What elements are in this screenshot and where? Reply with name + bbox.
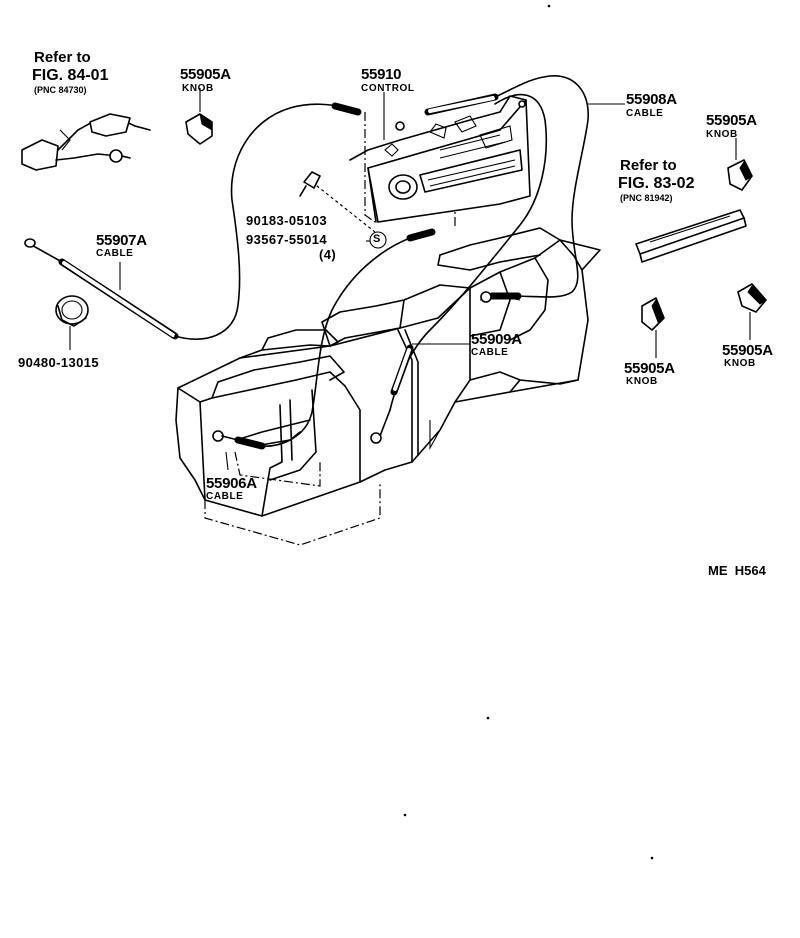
ref-84-fig-text: FIG. 84-01 [32,67,109,84]
control-part-number: 55910 [361,66,402,83]
grommet-part-number: 90480-13015 [18,355,100,370]
clip-quantity: (4) [319,247,337,262]
clip-symbol-letter: S [373,233,381,245]
board-assembly-drawing [635,209,747,263]
cable-908-name: CABLE [626,108,664,119]
knob-c-drawing [641,297,665,331]
knob-b-drawing [727,159,753,191]
clip-part-number: 93567-55014 [246,232,328,247]
knob-c-part-number: 55905A [624,360,675,377]
knob-d-name: KNOB [724,358,756,369]
control-name: CONTROL [361,83,415,94]
knob-a-name: KNOB [182,83,214,94]
cable-909-name: CABLE [471,347,509,358]
cable-907-name: CABLE [96,248,134,259]
ref-84-pnc-text: (PNC 84730) [34,85,87,95]
print-specks [403,4,654,860]
ref-83-fig-text: FIG. 83-02 [618,175,695,192]
cable-908-part-number: 55908A [626,91,677,108]
cable-55906a-drawing [212,228,436,450]
knob-d-drawing [737,283,767,313]
cable-906-name: CABLE [206,491,244,502]
knob-b-part-number: 55905A [706,112,757,129]
cable-55908a-drawing [424,75,589,303]
drawing-code: ME H564 [708,563,766,578]
leader-lines [69,88,751,471]
ref-83-refer-text: Refer to [620,157,677,174]
clip-symbol [369,231,387,249]
cable-55907a-drawing [24,102,362,340]
knob-a-part-number: 55905A [180,66,231,83]
knob-d-part-number: 55905A [722,342,773,359]
ref-84-refer-text: Refer to [34,49,91,66]
knob-c-name: KNOB [626,376,658,387]
knob-b-name: KNOB [706,129,738,140]
cable-907-part-number: 55907A [96,232,147,249]
control-assembly-drawing [349,95,531,223]
ref-83-pnc-text: (PNC 81942) [620,193,673,203]
cable-906-part-number: 55906A [206,475,257,492]
screw-drawing [299,171,321,197]
switch-assembly-drawing [21,113,151,171]
knob-a-drawing [185,112,213,145]
cable-909-part-number: 55909A [471,331,522,348]
screw-part-number: 90183-05103 [246,213,328,228]
grommet-drawing [55,295,89,327]
